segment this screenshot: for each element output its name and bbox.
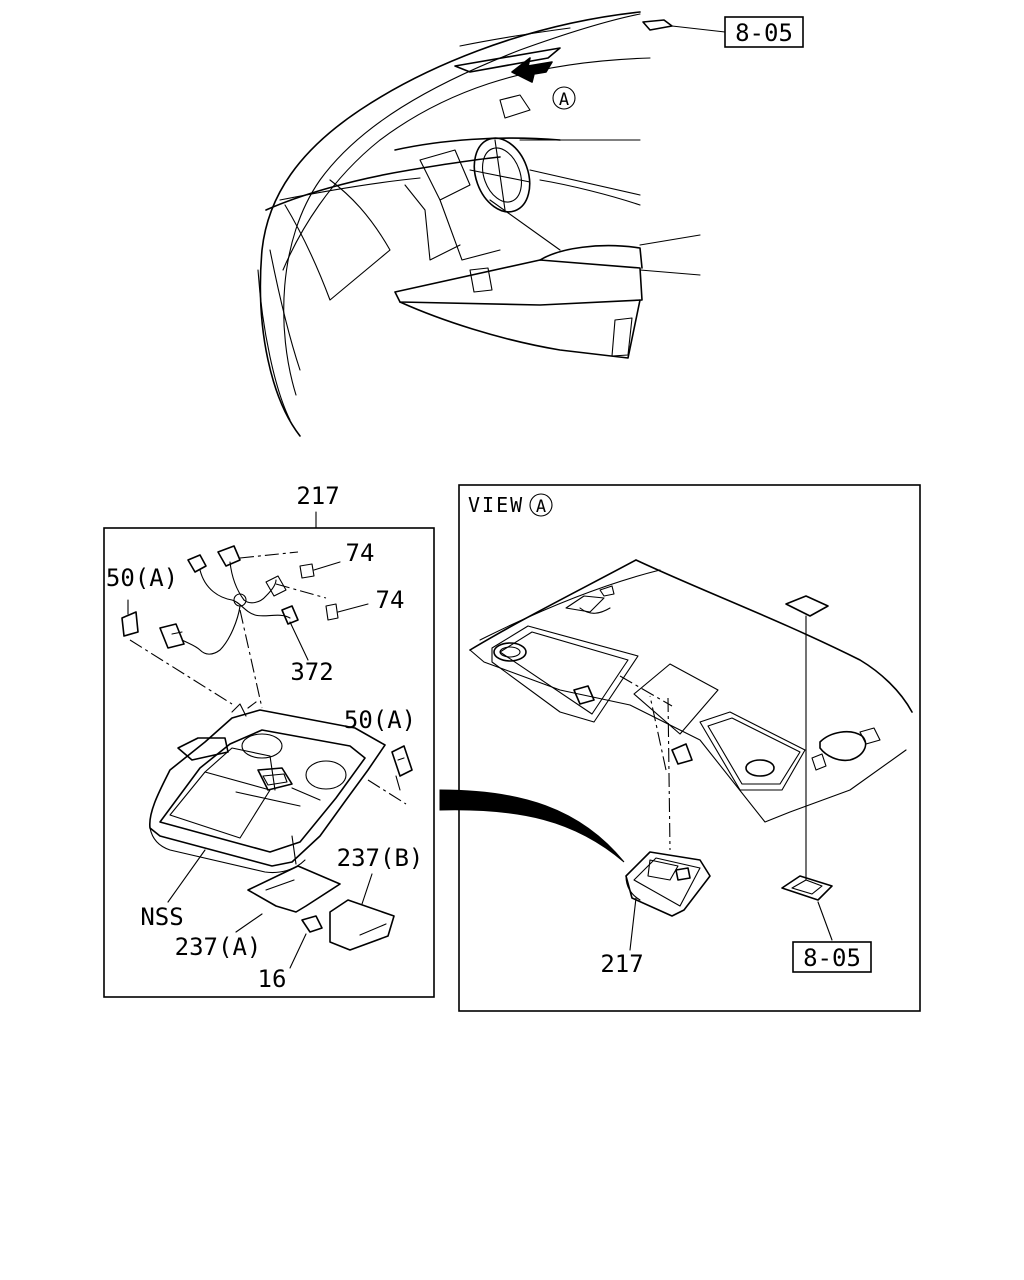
- interior-overview-illustration: [257, 11, 804, 437]
- view-marker-letter: A: [536, 497, 546, 517]
- view-a-frame: [458, 484, 921, 1012]
- callout-16: 16: [258, 965, 287, 993]
- callout-237a: 237(A): [175, 933, 262, 961]
- callout-74-upper: 74: [346, 539, 375, 567]
- view-marker-top: A: [559, 90, 569, 110]
- exploded-view-frame: [103, 527, 435, 998]
- headliner-view-illustration: [469, 559, 913, 951]
- ref-label-view: 8-05: [803, 944, 861, 972]
- exploded-parts-illustration: [121, 545, 413, 969]
- view-pointer-arrow: [439, 789, 625, 863]
- callout-50a-left: 50(A): [106, 564, 178, 592]
- view-title: VIEW: [468, 493, 524, 517]
- ref-label-top: 8-05: [735, 19, 793, 47]
- callout-217-view: 217: [600, 950, 643, 978]
- callout-nss: NSS: [140, 903, 183, 931]
- view-marker-circle: [529, 493, 553, 517]
- callout-372: 372: [290, 658, 333, 686]
- callout-217: 217: [296, 482, 339, 510]
- callout-50a-right: 50(A): [344, 706, 416, 734]
- callout-74-lower: 74: [376, 586, 405, 614]
- ref-box-view: [792, 941, 872, 973]
- callout-237b: 237(B): [337, 844, 424, 872]
